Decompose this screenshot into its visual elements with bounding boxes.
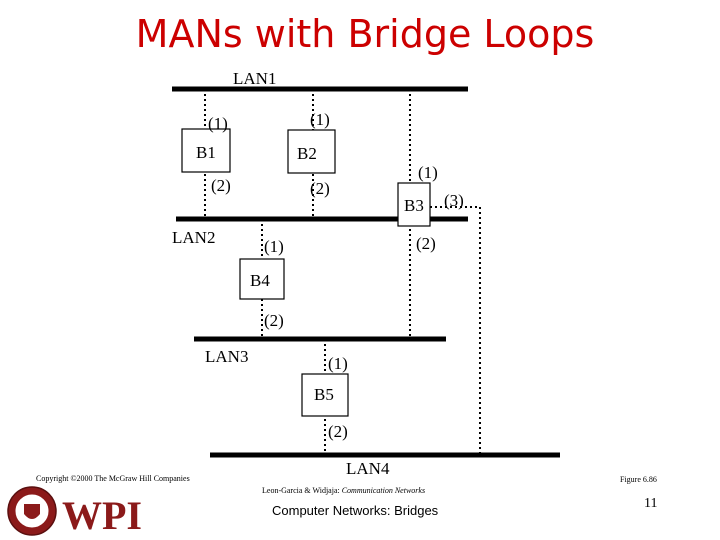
b4-port-1: (1) [264, 237, 284, 256]
bridge-b2-label: B2 [297, 144, 317, 163]
b3-port-3: (3) [444, 191, 464, 210]
bridge-b1-box [181, 128, 231, 173]
slide-subtitle: Computer Networks: Bridges [272, 503, 439, 518]
citation: Leon-Garcia & Widjaja: Communication Net… [262, 486, 425, 495]
bridge-b4-label: B4 [250, 271, 270, 290]
slide-title: MANs with Bridge Loops [135, 12, 595, 56]
bridge-b4-box [239, 258, 285, 300]
b3-port-1: (1) [418, 163, 438, 182]
lan3-label: LAN3 [205, 347, 248, 366]
bridge-b3-box [397, 182, 431, 227]
b2-port-1: (1) [310, 110, 330, 129]
figure-number: Figure 6.86 [620, 475, 657, 484]
bridge-b5-label: B5 [314, 385, 334, 404]
bridge-b3-label: B3 [404, 196, 424, 215]
b2-port-2: (2) [310, 179, 330, 198]
bridge-b5-box [301, 373, 349, 417]
b3-link-lan4 [430, 206, 481, 455]
b1-port-1: (1) [208, 114, 228, 133]
wpi-logo-text: WPI [62, 493, 142, 538]
b4-port-2: (2) [264, 311, 284, 330]
lan1-label: LAN1 [233, 69, 276, 88]
lan4-label: LAN4 [346, 459, 390, 478]
citation-title: Communication Networks [341, 486, 426, 495]
b5-port-2: (2) [328, 422, 348, 441]
wpi-logo: WPI [7, 486, 142, 538]
b3-port-2: (2) [416, 234, 436, 253]
b1-port-2: (2) [211, 176, 231, 195]
bridge-b2-box [287, 129, 336, 174]
b5-port-1: (1) [328, 354, 348, 373]
lan2-label: LAN2 [172, 228, 215, 247]
citation-authors: Leon-Garcia & Widjaja: [262, 486, 342, 495]
bridge-b1-label: B1 [196, 143, 216, 162]
copyright-notice: Copyright ©2000 The McGraw Hill Companie… [36, 474, 190, 483]
page-number: 11 [644, 496, 658, 511]
